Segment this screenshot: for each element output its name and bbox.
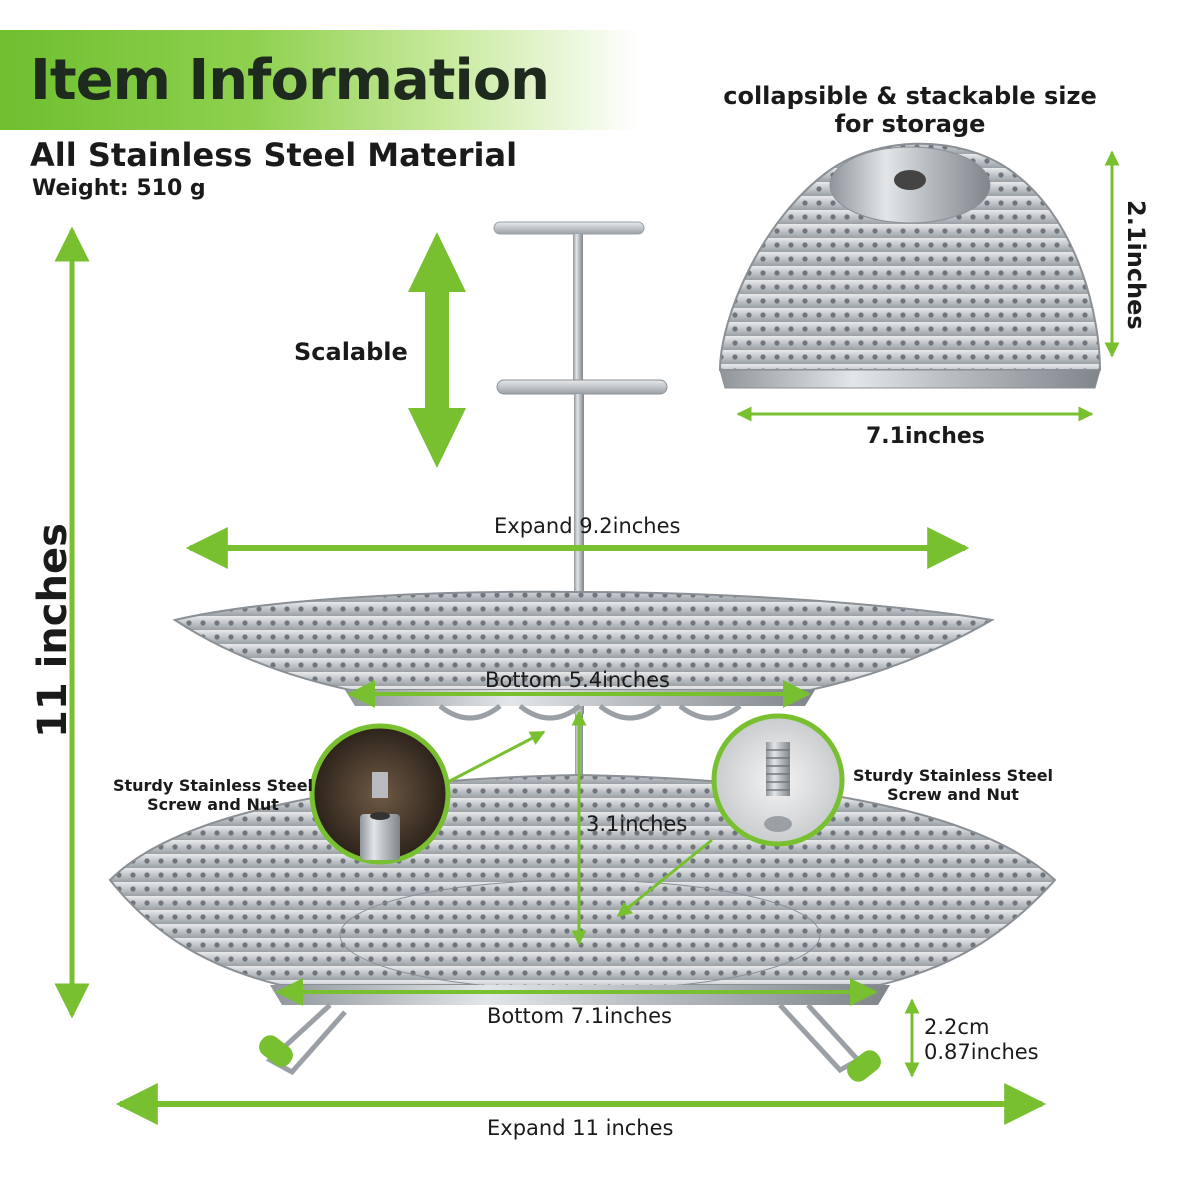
upper-basket <box>172 590 995 721</box>
left-detail-circle <box>309 723 546 865</box>
left-callout-line1: Sturdy Stainless Steel <box>112 776 314 795</box>
storage-width-label: 7.1inches <box>866 424 985 449</box>
top-bottom-label: Bottom 5.4inches <box>485 668 670 692</box>
material-label: All Stainless Steel Material <box>30 136 518 174</box>
storage-caption-line1: collapsible & stackable size <box>723 82 1097 110</box>
scalable-arrow <box>408 232 466 468</box>
right-detail-circle <box>616 713 845 918</box>
left-callout-label: Sturdy Stainless Steel Screw and Nut <box>108 776 318 814</box>
lower-bottom-label: Bottom 7.1inches <box>487 1004 672 1028</box>
storage-height-label: 2.1inches <box>1122 200 1150 330</box>
storage-caption: collapsible & stackable size for storage <box>700 82 1120 138</box>
right-callout-line1: Sturdy Stainless Steel <box>852 766 1054 785</box>
leg-height-cm-label: 2.2cm <box>924 1015 990 1039</box>
left-callout-line2: Screw and Nut <box>147 795 279 814</box>
collapsed-basket <box>718 142 1102 389</box>
lower-expand-label: Expand 11 inches <box>487 1116 674 1140</box>
right-callout-line2: Screw and Nut <box>887 785 1019 804</box>
tier-gap-label: 3.1inches <box>586 812 688 836</box>
right-callout-label: Sturdy Stainless Steel Screw and Nut <box>848 766 1058 804</box>
title-banner <box>0 30 640 130</box>
scalable-label: Scalable <box>294 338 408 366</box>
weight-label: Weight: 510 g <box>32 176 206 201</box>
page-title: Item Information <box>30 48 550 113</box>
storage-caption-line2: for storage <box>834 110 986 138</box>
total-height-label: 11 inches <box>30 523 76 738</box>
top-expand-label: Expand 9.2inches <box>494 514 681 538</box>
leg-height-in-label: 0.87inches <box>924 1040 1039 1064</box>
